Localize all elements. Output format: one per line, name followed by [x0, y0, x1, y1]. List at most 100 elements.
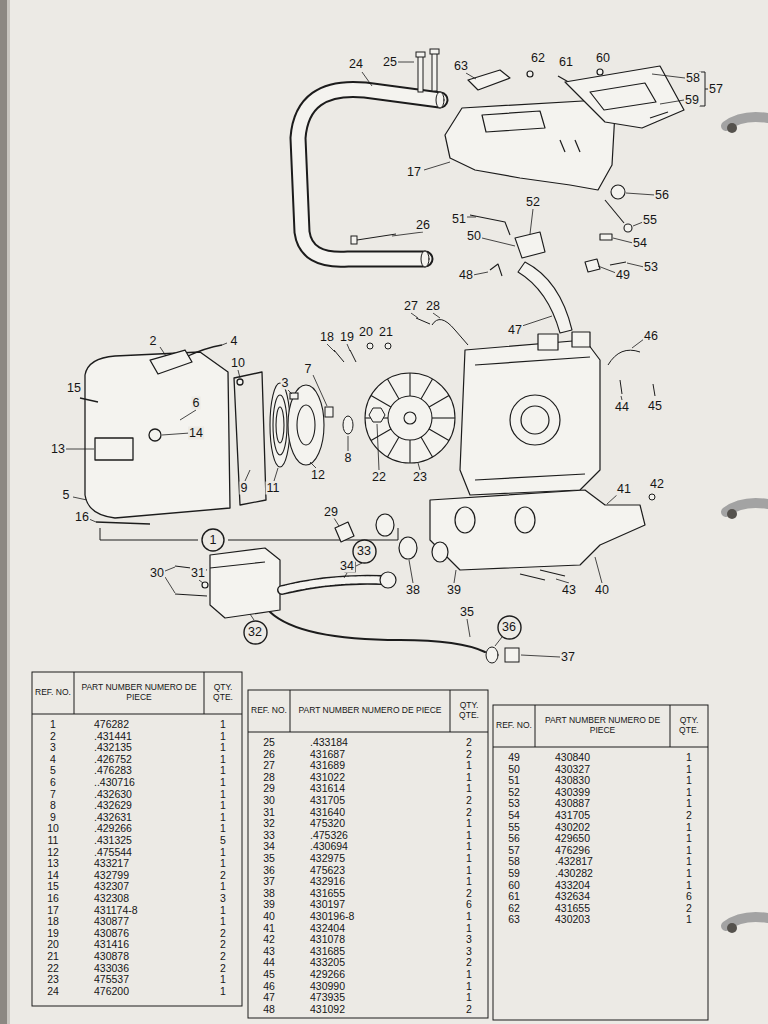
part-number: .475544: [94, 847, 204, 859]
part-number: 430327: [555, 764, 670, 776]
ref-number: 48: [248, 1004, 290, 1016]
handle-bar: [298, 89, 444, 267]
leader-line: [238, 370, 240, 378]
flywheel: [371, 396, 391, 408]
part-number: 430830: [555, 775, 670, 787]
ref-number: 54: [493, 810, 535, 822]
table-header: REF. NO.: [493, 705, 535, 747]
ref-number: 13: [32, 858, 74, 870]
part-number: 430878: [94, 951, 204, 963]
callout-number: 44: [614, 401, 630, 414]
ref-number: 62: [493, 903, 535, 915]
leader-line: [66, 62, 685, 657]
flywheel: [388, 437, 400, 457]
ref-number: 52: [493, 787, 535, 799]
quantity: 1: [670, 880, 708, 892]
callout-circle: [353, 540, 376, 563]
ref-number: 10: [32, 823, 74, 835]
leader-line: [310, 462, 316, 468]
quantity: 1: [450, 772, 488, 784]
page-edge: [0, 0, 10, 1024]
muffler: [210, 548, 280, 618]
table-header: QTY. QTE.: [450, 690, 488, 732]
starter-pulley: [288, 385, 324, 465]
ref-number: 56: [493, 833, 535, 845]
callout-number: 49: [615, 269, 631, 282]
small-parts: [649, 494, 655, 500]
base-plate: [432, 542, 448, 562]
muffler: [175, 594, 207, 596]
quantity: 5: [204, 835, 242, 847]
part-number: 431022: [310, 772, 450, 784]
ref-number: 25: [248, 737, 290, 749]
quantity: 1: [204, 881, 242, 893]
table-header: PART NUMBER NUMERO DE PIECE: [290, 690, 450, 732]
base-plate: [455, 507, 475, 533]
ref-number: 55: [493, 822, 535, 834]
ref-number: 20: [32, 939, 74, 951]
starter-housing: [95, 438, 133, 460]
trigger-parts: [518, 262, 572, 333]
small-parts: [620, 380, 622, 394]
callout-number: 16: [74, 511, 90, 524]
quantity: 1: [450, 923, 488, 935]
quantity: 2: [204, 951, 242, 963]
starter-housing: [188, 345, 222, 356]
part-number: .433184: [310, 737, 450, 749]
leader-line: [433, 313, 440, 318]
part-number: 431092: [310, 1004, 450, 1016]
callout-number: 45: [647, 400, 663, 413]
starter-housing: [85, 352, 230, 518]
ref-number: 35: [248, 853, 290, 865]
part-number: 430876: [94, 928, 204, 940]
ref-number: 33: [248, 830, 290, 842]
leader-line: [162, 433, 190, 435]
ref-number: 49: [493, 752, 535, 764]
quantity: 1: [204, 986, 242, 998]
trigger-parts: [610, 262, 626, 265]
trigger-parts: [611, 185, 625, 199]
ref-number: 30: [248, 795, 290, 807]
leader-line: [165, 577, 175, 593]
bolt: [430, 49, 439, 54]
trigger-parts: [605, 200, 624, 223]
leader-line: [424, 162, 450, 170]
callout-number: 39: [446, 584, 462, 597]
callout-number: 60: [595, 52, 611, 65]
binder-hole: [727, 123, 737, 133]
ref-number: 58: [493, 856, 535, 868]
part-number: 431640: [310, 807, 450, 819]
leader-line: [495, 637, 502, 646]
callout-number: 18: [319, 331, 335, 344]
callout-number: 8: [344, 452, 353, 465]
leader-line: [288, 390, 292, 394]
callout-number: 40: [594, 584, 610, 597]
parts-table: [670, 705, 671, 747]
part-number: 431655: [555, 903, 670, 915]
leader-line: [199, 580, 203, 583]
callout-number: 48: [458, 269, 474, 282]
ref-number: 3: [32, 742, 74, 754]
leader-line: [89, 519, 96, 522]
ref-number: 14: [32, 870, 74, 882]
part-number: 432975: [310, 853, 450, 865]
callout-number: 55: [642, 214, 658, 227]
part-number: .432629: [94, 800, 204, 812]
leader-line: [530, 209, 533, 234]
handle-housing: [597, 69, 603, 75]
callout-number: 33: [357, 545, 371, 558]
parts-table: [74, 672, 75, 714]
part-number: 476200: [94, 986, 204, 998]
part-number: 432404: [310, 923, 450, 935]
small-parts: [432, 320, 468, 345]
quantity: 1: [450, 981, 488, 993]
binder-hole: [727, 923, 737, 933]
part-number: 431078: [310, 934, 450, 946]
callout-number: 43: [561, 584, 577, 597]
leader-line: [652, 74, 685, 78]
fuel-hose: [380, 572, 396, 588]
leader-line: [598, 266, 616, 273]
base-plate: [376, 514, 394, 536]
quantity: 1: [204, 719, 242, 731]
